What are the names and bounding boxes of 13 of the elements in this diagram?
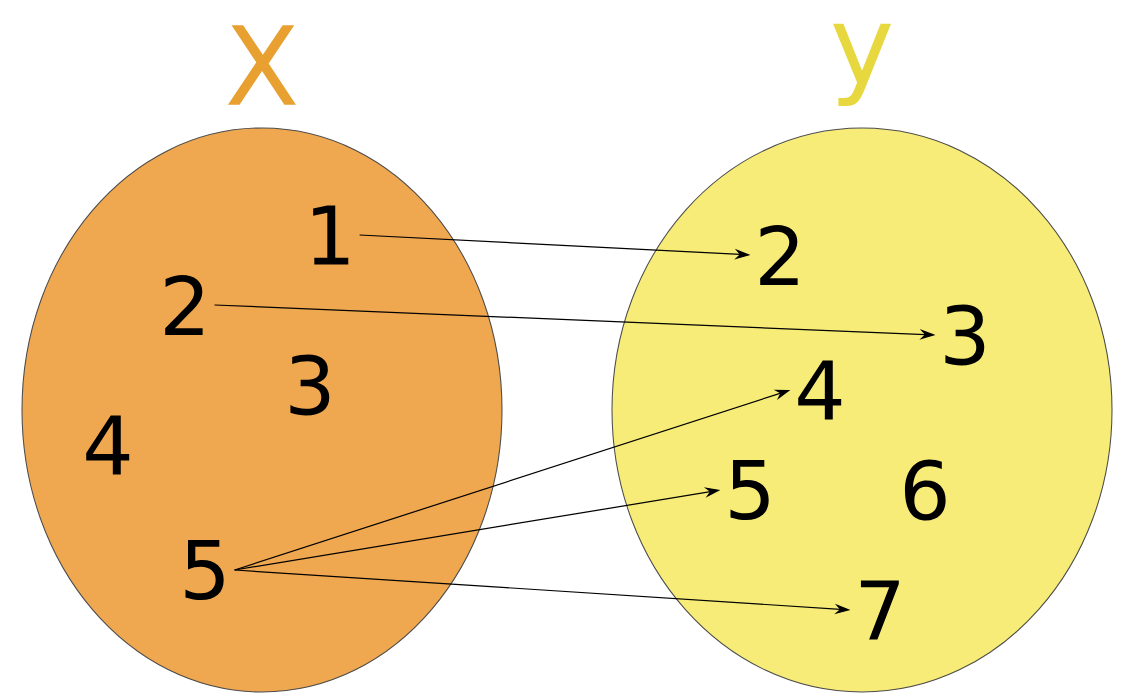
element-number: 1 [313, 205, 349, 265]
node-label: X [227, 25, 296, 105]
element-number: 3 [945, 304, 985, 366]
element-number: 7 [860, 580, 899, 640]
element-number: 3 [290, 354, 330, 416]
element-number: 2 [165, 275, 203, 335]
element-number: 4 [86, 415, 130, 475]
element-number: 4 [798, 360, 842, 420]
element-number: 5 [185, 539, 224, 601]
element-number: 5 [730, 459, 769, 521]
node-label: y [833, 23, 892, 107]
element-number: 6 [904, 459, 946, 521]
element-number: 2 [760, 225, 798, 285]
